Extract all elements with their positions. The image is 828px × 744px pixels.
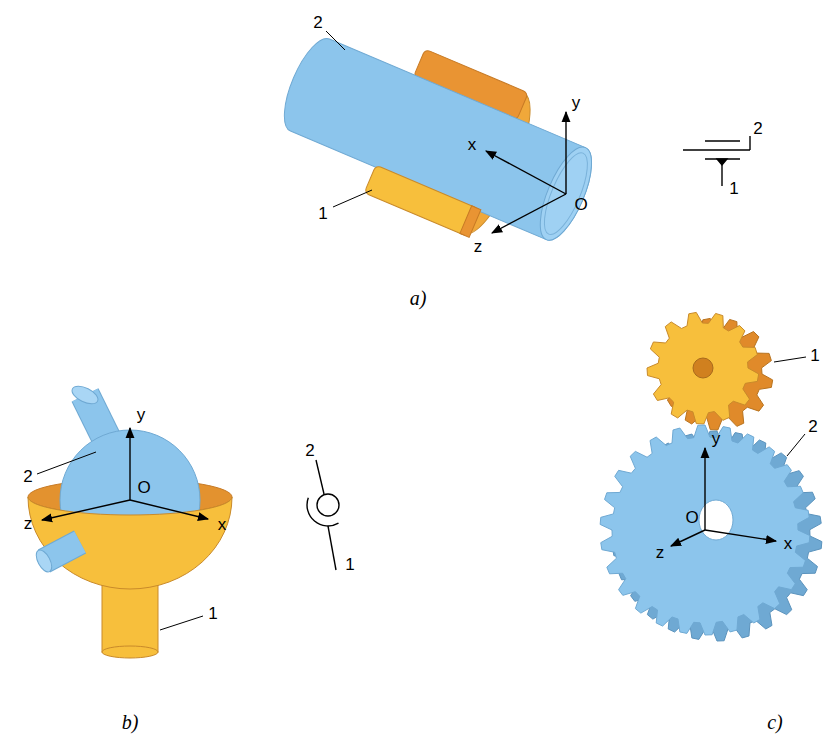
spherical-pair-part: [102, 646, 158, 658]
axis-label: O: [574, 196, 587, 213]
axes-part: [486, 151, 566, 194]
leader-line: [774, 357, 806, 456]
callout-number: 2: [305, 442, 314, 459]
callout-number: 1: [729, 180, 738, 197]
caption: a): [410, 288, 427, 308]
leader-line-part: [160, 616, 203, 630]
axes: [486, 112, 566, 233]
spherical-pair-symbol-part: [316, 460, 324, 494]
axes-part: [704, 448, 705, 530]
callout-number: 1: [345, 556, 354, 573]
axes-part: [492, 194, 566, 233]
axis-label: z: [24, 515, 33, 532]
leader-line-part: [326, 31, 345, 50]
spherical-pair-symbol: [307, 460, 339, 570]
axis-label: O: [137, 479, 150, 496]
axes-part: [705, 530, 776, 541]
spherical-pair-part: [28, 497, 232, 589]
gear-pair: [600, 312, 822, 641]
cylindrical-pair-symbol: [683, 136, 750, 186]
axes-part: [130, 500, 208, 519]
leader-line-part: [37, 452, 96, 474]
cylindrical-pair-symbol-part: [717, 159, 727, 165]
axes: [671, 448, 776, 546]
spherical-pair-part: [69, 383, 100, 408]
axis-label: x: [468, 136, 477, 153]
axis-label: y: [712, 430, 721, 447]
callout-number: 1: [318, 205, 327, 222]
spherical-pair-symbol-part: [328, 526, 336, 570]
cylindrical-pair-part: [460, 206, 481, 238]
callout-number: 1: [810, 347, 819, 364]
callout-number: 2: [808, 418, 817, 435]
cylindrical-pair-part: [274, 32, 602, 247]
cylindrical-pair-symbol-part: [683, 149, 750, 150]
axis-label: z: [656, 544, 665, 561]
leader-line: [326, 31, 372, 207]
axis-label: x: [784, 535, 793, 552]
gear-pair-part: [647, 312, 759, 424]
axis-label: y: [137, 406, 146, 423]
leader-line-part: [774, 357, 806, 362]
axis-label: z: [474, 238, 483, 255]
gear-pair-part: [693, 358, 713, 378]
cylindrical-pair-part: [364, 165, 479, 236]
axes-part: [565, 112, 566, 194]
axes: [42, 428, 208, 520]
caption: c): [767, 712, 783, 732]
cylindrical-pair-symbol-part: [721, 165, 722, 186]
axes-part: [42, 500, 130, 520]
callout-number: 2: [313, 14, 322, 31]
callout-number: 2: [23, 468, 32, 485]
axis-label: x: [218, 516, 227, 533]
leader-line: [37, 452, 203, 630]
spherical-pair-part: [33, 548, 55, 575]
callout-number: 2: [753, 120, 762, 137]
axes-part: [671, 530, 705, 546]
spherical-pair-symbol-part: [317, 494, 339, 516]
callout-number: 1: [208, 605, 217, 622]
leader-line-part: [333, 190, 372, 207]
leader-line-part: [787, 434, 805, 456]
axis-label: y: [572, 94, 581, 111]
axis-label: O: [685, 509, 698, 526]
spherical-pair: [28, 383, 232, 658]
cylindrical-pair-symbol-part: [705, 140, 740, 141]
cylindrical-pair: [263, 6, 613, 272]
gear-pair-part: [600, 425, 810, 635]
spherical-pair-symbol-part: [307, 498, 338, 526]
caption: b): [122, 712, 139, 732]
cylindrical-pair-symbol-part: [749, 136, 750, 150]
axes-part: [129, 428, 130, 500]
